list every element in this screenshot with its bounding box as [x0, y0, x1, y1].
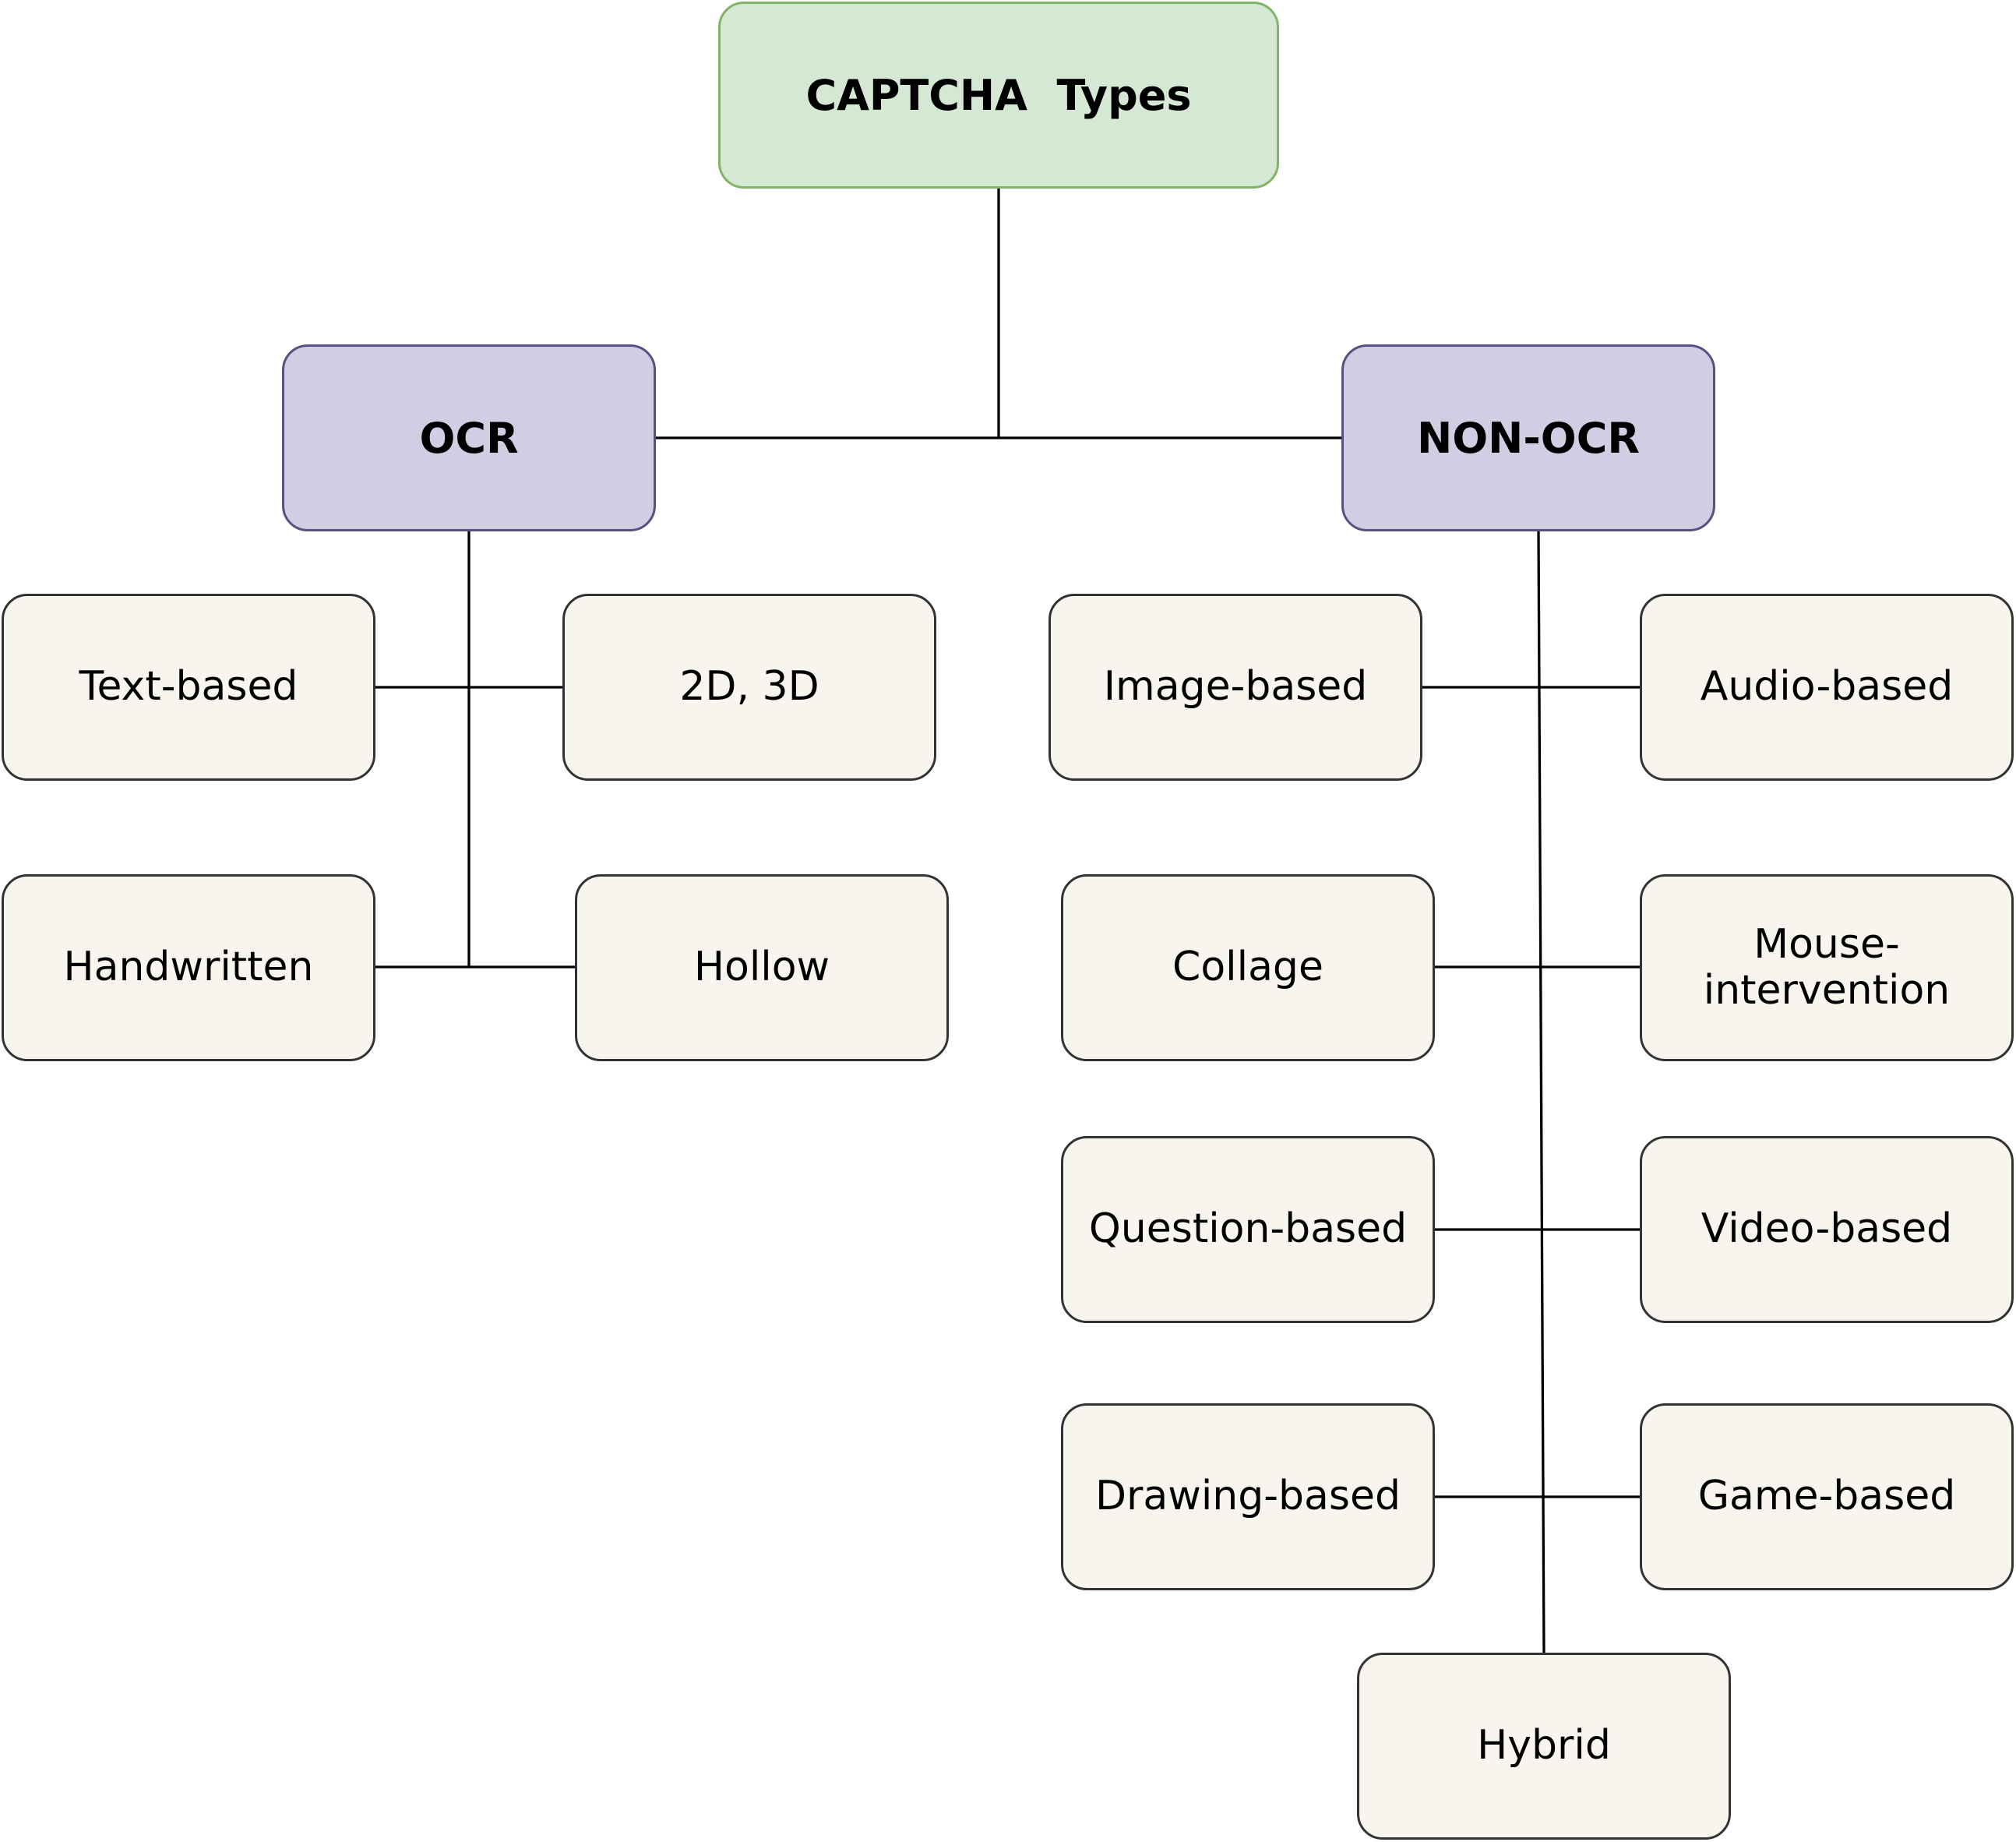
ocr-node-label: OCR — [419, 413, 519, 463]
root-node: CAPTCHA Types — [718, 2, 1279, 189]
non-ocr-node: NON-OCR — [1341, 344, 1715, 531]
mouse-intervention-label: Mouse- intervention — [1703, 920, 1951, 1014]
question-based-label: Question-based — [1088, 1205, 1408, 1253]
non-ocr-node-label: NON-OCR — [1417, 413, 1640, 463]
ocr-node: OCR — [282, 344, 656, 531]
drawing-based-label: Drawing-based — [1095, 1473, 1401, 1520]
collage-label: Collage — [1172, 944, 1323, 991]
audio-based-node: Audio-based — [1640, 594, 2014, 781]
2d-3d-node: 2D, 3D — [562, 594, 936, 781]
non-ocr-trunk-line — [1537, 531, 1545, 1653]
question-based-node: Question-based — [1061, 1136, 1435, 1323]
hollow-label: Hollow — [693, 944, 830, 991]
text-based-label: Text-based — [79, 663, 298, 711]
mouse-intervention-node: Mouse- intervention — [1640, 874, 2014, 1061]
video-based-label: Video-based — [1701, 1205, 1953, 1253]
hollow-node: Hollow — [575, 874, 949, 1061]
2d-3d-label: 2D, 3D — [679, 663, 819, 711]
root-node-label: CAPTCHA Types — [805, 70, 1192, 120]
image-based-label: Image-based — [1103, 663, 1368, 711]
game-based-label: Game-based — [1697, 1473, 1956, 1520]
image-based-node: Image-based — [1049, 594, 1422, 781]
handwritten-node: Handwritten — [2, 874, 375, 1061]
game-based-node: Game-based — [1640, 1403, 2014, 1590]
video-based-node: Video-based — [1640, 1136, 2014, 1323]
audio-based-label: Audio-based — [1700, 663, 1954, 711]
hybrid-label: Hybrid — [1477, 1722, 1611, 1770]
handwritten-label: Handwritten — [63, 944, 314, 991]
hybrid-node: Hybrid — [1357, 1653, 1731, 1840]
drawing-based-node: Drawing-based — [1061, 1403, 1435, 1590]
collage-node: Collage — [1061, 874, 1435, 1061]
text-based-node: Text-based — [2, 594, 375, 781]
